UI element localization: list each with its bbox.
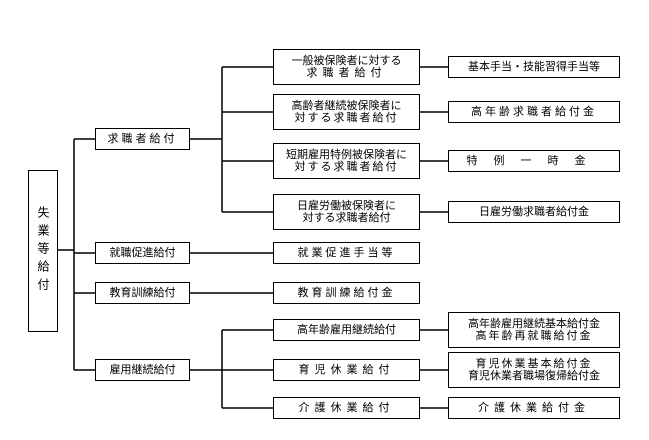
category-label: 教育訓練給付 xyxy=(109,286,176,299)
benefit-label: 日雇労働求職者給付金 xyxy=(479,205,589,218)
category-label: 雇用継続給付 xyxy=(109,363,176,376)
benefit-label-line2: 高年齢再就職給付金 xyxy=(475,329,593,342)
benefit-label: 高年齢求職者給付金 xyxy=(471,105,597,118)
benefit-box: 高年齢求職者給付金 xyxy=(448,101,620,123)
subtype-label-line1: 高齢者継続被保険者に xyxy=(291,99,402,112)
root-box: 失業等給付 xyxy=(28,170,58,332)
subtype-box: 短期雇用特例被保険者に 対する求職者給付 xyxy=(273,143,420,179)
subtype-box: 一般被保険者に対する 求職者給付 xyxy=(273,49,420,85)
benefit-label-line2: 育児休業者職場復帰給付金 xyxy=(468,369,600,382)
subtype-label: 介護休業給付 xyxy=(298,401,395,414)
benefit-box: 介護休業給付金 xyxy=(448,397,620,419)
subtype-label-line1: 短期雇用特例被保険者に xyxy=(286,148,407,161)
benefit-label-line1: 育児休業基本給付金 xyxy=(475,357,593,370)
subtype-box: 就業促進手当等 xyxy=(273,242,420,264)
subtype-label: 就業促進手当等 xyxy=(297,246,396,259)
subtype-label-line1: 一般被保険者に対する xyxy=(291,54,402,67)
subtype-box: 介護休業給付 xyxy=(273,397,420,419)
subtype-label: 育児休業給付 xyxy=(298,363,395,376)
subtype-label-line1: 日雇労働被保険者に xyxy=(297,199,396,212)
subtype-box: 育児休業給付 xyxy=(273,359,420,381)
subtype-box: 教育訓練給付金 xyxy=(273,282,420,304)
category-box-education-training: 教育訓練給付 xyxy=(95,282,190,304)
root-label: 失業等給付 xyxy=(36,206,50,296)
benefit-label: 基本手当・技能習得手当等 xyxy=(468,60,600,73)
category-label: 就職促進給付 xyxy=(109,246,176,259)
benefit-box: 特例一時金 xyxy=(448,150,620,172)
subtype-box: 日雇労働被保険者に 対する求職者給付 xyxy=(273,194,420,230)
category-box-employment-promotion: 就職促進給付 xyxy=(95,242,190,264)
benefit-box: 高年齢雇用継続基本給付金 高年齢再就職給付金 xyxy=(448,312,620,348)
benefit-box: 日雇労働求職者給付金 xyxy=(448,201,620,223)
subtype-box: 高年齢雇用継続給付 xyxy=(273,319,420,341)
category-label: 求職者給付 xyxy=(107,132,178,145)
subtype-label-line2: 求職者給付 xyxy=(306,66,387,79)
subtype-label-line2: 対する求職者給付 xyxy=(294,160,399,173)
subtype-box: 高齢者継続被保険者に 対する求職者給付 xyxy=(273,94,420,130)
benefit-box: 育児休業基本給付金 育児休業者職場復帰給付金 xyxy=(448,352,620,388)
subtype-label: 教育訓練給付金 xyxy=(297,286,396,299)
benefit-label-line1: 高年齢雇用継続基本給付金 xyxy=(468,317,600,330)
category-box-job-seeker: 求職者給付 xyxy=(95,128,190,150)
category-box-employment-continuation: 雇用継続給付 xyxy=(95,359,190,381)
subtype-label-line2: 対する求職者給付 xyxy=(294,111,399,124)
benefit-label: 介護休業給付金 xyxy=(478,401,590,414)
subtype-label: 高年齢雇用継続給付 xyxy=(297,323,396,336)
benefit-label: 特例一時金 xyxy=(466,154,602,167)
subtype-label-line2: 対する求職者給付 xyxy=(302,211,391,224)
benefit-box: 基本手当・技能習得手当等 xyxy=(448,56,620,78)
